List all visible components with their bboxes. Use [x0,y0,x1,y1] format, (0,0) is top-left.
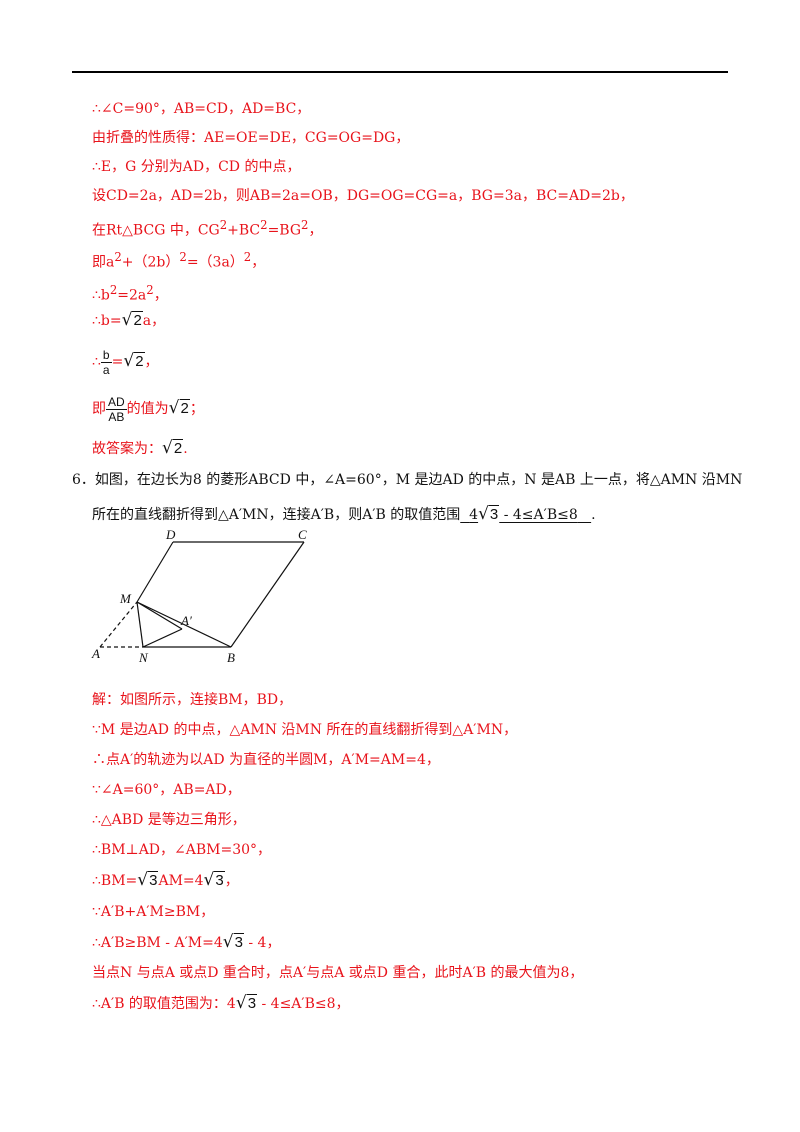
solution-line-3: ∴点A′的轨迹为以AD 为直径的半圆M，A′M=AM=4， [92,752,440,768]
sqrt-2: √2 [121,310,143,330]
label-A: A [91,646,100,661]
line-11: 故答案为：√2. [92,438,188,458]
solution-line-5: ∴△ABD 是等边三角形， [92,812,246,828]
solution-line-1: 解：如图所示，连接BM，BD， [92,692,293,708]
line-4: 设CD=2a，AD=2b，则AB=2a=OB，DG=OG=CG=a，BG=3a，… [92,188,634,204]
sqrt-3: √3 [222,932,244,952]
solution-line-7: ∴BM=√3AM=4√3， [92,870,239,890]
sqrt-2: √2 [168,398,190,418]
rhombus-figure: D C M A′ A N B [91,530,307,665]
edge-MA1 [136,601,183,630]
solution-line-11: ∴A′B 的取值范围为：4√3 - 4≤A′B≤8， [92,993,350,1013]
sqrt-3: √3 [235,993,258,1013]
solution-line-10: 当点N 与点A 或点D 重合时，点A′与点A 或点D 重合，此时A′B 的最大值… [92,965,584,981]
solution-line-2: ∵M 是边AD 的中点，△AMN 沿MN 所在的直线翻折得到△A′MN， [92,722,518,738]
sqrt-3: √3 [203,870,225,890]
question-line-2: 所在的直线翻折得到△A′MN，连接A′B，则A′B 的取值范围 4√3 - 4≤… [92,504,596,524]
label-C: C [298,530,307,542]
line-5: 在Rt△BCG 中，CG2+BC2=BG2， [92,218,323,239]
edge-MD [136,541,174,603]
label-N: N [138,650,149,665]
line-3: ∴E，G 分别为AD，CD 的中点， [92,159,301,175]
solution-line-6: ∴BM⊥AD，∠ABM=30°， [92,842,272,858]
line-8: ∴b=√2a， [92,310,166,330]
sqrt-2: √2 [162,438,184,458]
sqrt-3: √3 [137,870,159,890]
line-7: ∴b2=2a2， [92,283,168,304]
edge-CB [230,541,305,648]
line-1: ∴∠C=90°，AB=CD，AD=BC， [92,101,311,117]
line-2: 由折叠的性质得：AE=OE=DE，CG=OG=DG， [92,130,410,146]
solution-line-8: ∵A′B+A′M≥BM， [92,904,215,920]
sqrt-2: √2 [123,351,145,371]
solution-line-9: ∴A′B≥BM - A′M=4√3 - 4， [92,932,281,952]
edge-AM-dashed [99,601,138,648]
edge-MB [136,601,232,648]
label-D: D [165,530,176,542]
edge-NA1 [142,628,183,648]
label-B: B [227,650,235,665]
sqrt-3: √3 [478,504,500,524]
edge-MN [136,601,144,648]
question-line-1: 6．如图，在边长为8 的菱形ABCD 中，∠A=60°，M 是边AD 的中点，N… [72,472,743,488]
label-A-prime: A′ [180,613,192,628]
answer-blank: 4√3 - 4≤A′B≤8 [469,504,578,524]
header-rule [72,71,728,73]
label-M: M [119,591,132,606]
solution-line-4: ∵∠A=60°，AB=AD， [92,782,241,798]
line-6: 即a2+（2b）2=（3a）2， [92,250,266,271]
